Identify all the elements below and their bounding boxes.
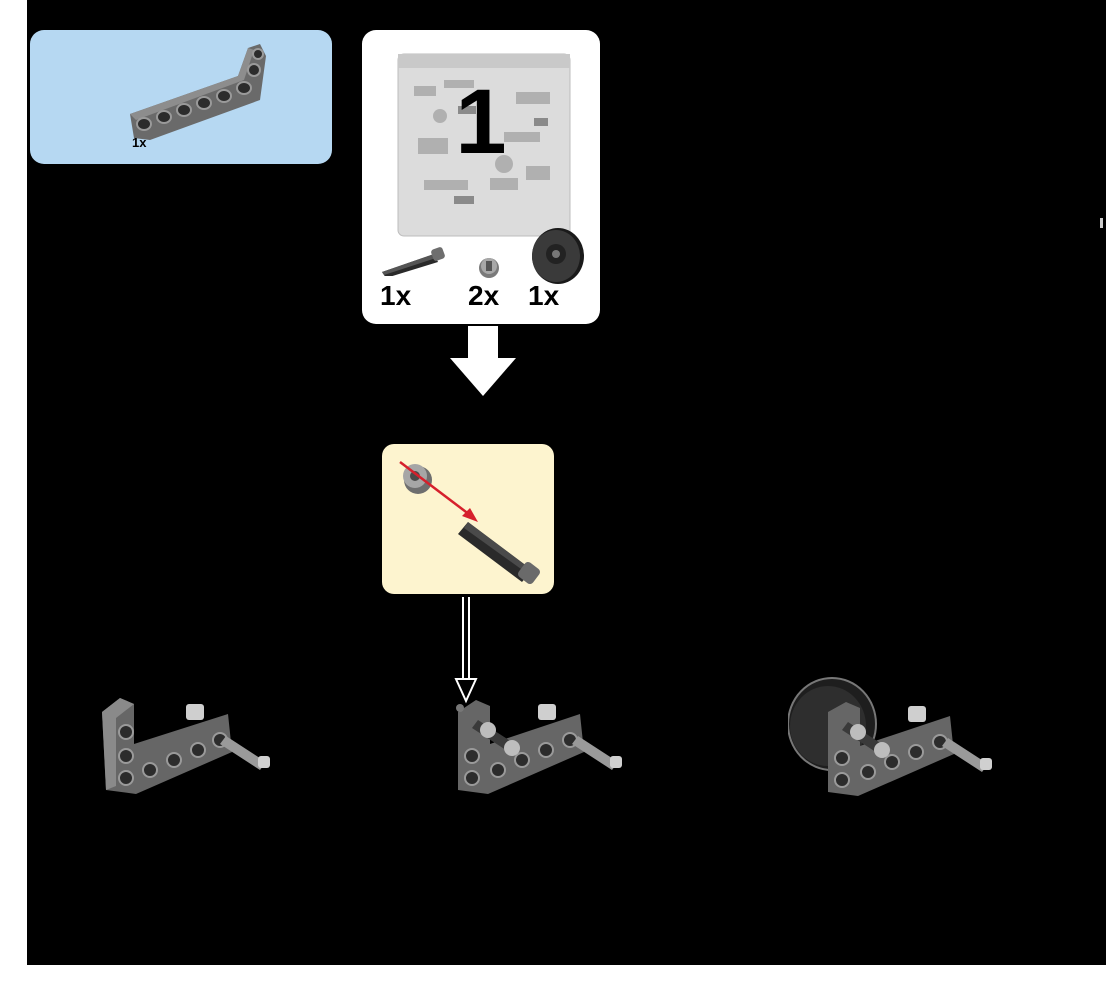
beam-with-axle-icon (100, 690, 280, 810)
bushing-on-axle-icon (382, 444, 554, 594)
down-arrow-icon (450, 326, 516, 398)
parts-callout: 1x (30, 30, 332, 164)
beam-with-wheel-icon (788, 676, 998, 812)
page-edge-mark (1100, 218, 1103, 228)
step-number: 1 (362, 72, 600, 172)
bushing-quantity: 2x (468, 280, 499, 312)
wheel-quantity: 1x (528, 280, 559, 312)
subassembly-panel (382, 444, 554, 594)
part-quantity: 1x (132, 135, 146, 150)
bushing-icon (474, 252, 504, 282)
axle-icon (378, 242, 448, 276)
beam-with-two-axles-icon (452, 690, 632, 810)
bag-panel: 1 1x 2x 1x (362, 30, 600, 324)
l-beam-icon (30, 30, 332, 164)
wheel-icon (526, 224, 588, 286)
axle-quantity: 1x (380, 280, 411, 312)
